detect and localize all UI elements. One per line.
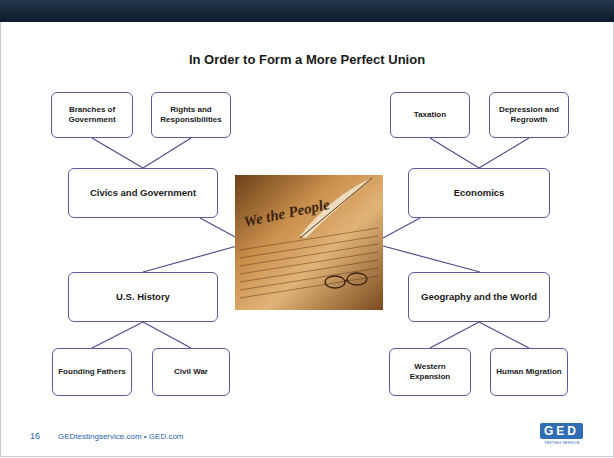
subtopic-box: Rights and Responsibilities bbox=[151, 92, 231, 138]
connector-line bbox=[143, 138, 191, 168]
box-label: Depression and Regrowth bbox=[494, 105, 564, 125]
box-label: Western Expansion bbox=[394, 362, 466, 382]
connector-line bbox=[479, 322, 529, 348]
box-label: U.S. History bbox=[116, 291, 170, 303]
subtopic-box: Civil War bbox=[152, 348, 230, 396]
box-label: Civics and Government bbox=[90, 187, 196, 199]
topic-box: Economics bbox=[408, 168, 550, 218]
subtopic-box: Human Migration bbox=[490, 348, 568, 396]
connector-line bbox=[92, 322, 143, 348]
box-label: Civil War bbox=[174, 367, 208, 377]
logo-mark: GED bbox=[540, 423, 583, 439]
topic-box: U.S. History bbox=[68, 272, 218, 322]
subtopic-box: Depression and Regrowth bbox=[489, 92, 569, 138]
box-label: Human Migration bbox=[496, 367, 561, 377]
subtopic-box: Taxation bbox=[390, 92, 470, 138]
logo-subtitle: TESTING SERVICE bbox=[544, 440, 580, 445]
parchment-photo bbox=[235, 175, 383, 310]
header-bar bbox=[0, 0, 614, 22]
box-label: Founding Fathers bbox=[58, 367, 126, 377]
topic-box: Civics and Government bbox=[68, 168, 218, 218]
box-label: Branches of Government bbox=[56, 105, 128, 125]
connector-line bbox=[479, 138, 529, 168]
connector-line bbox=[143, 322, 191, 348]
diagram-title: In Order to Form a More Perfect Union bbox=[0, 52, 614, 67]
box-label: Taxation bbox=[414, 110, 446, 120]
box-label: Economics bbox=[454, 187, 505, 199]
subtopic-box: Branches of Government bbox=[51, 92, 133, 138]
connector-line bbox=[430, 138, 479, 168]
page-number: 16 bbox=[30, 431, 40, 441]
connector-line bbox=[430, 322, 479, 348]
box-label: Geography and the World bbox=[421, 291, 537, 303]
box-label: Rights and Responsibilities bbox=[156, 105, 226, 125]
connector-line bbox=[92, 138, 143, 168]
footer-url: GEDtestingservice.com • GED.com bbox=[58, 432, 184, 441]
subtopic-box: Founding Fathers bbox=[52, 348, 132, 396]
subtopic-box: Western Expansion bbox=[389, 348, 471, 396]
topic-box: Geography and the World bbox=[408, 272, 550, 322]
